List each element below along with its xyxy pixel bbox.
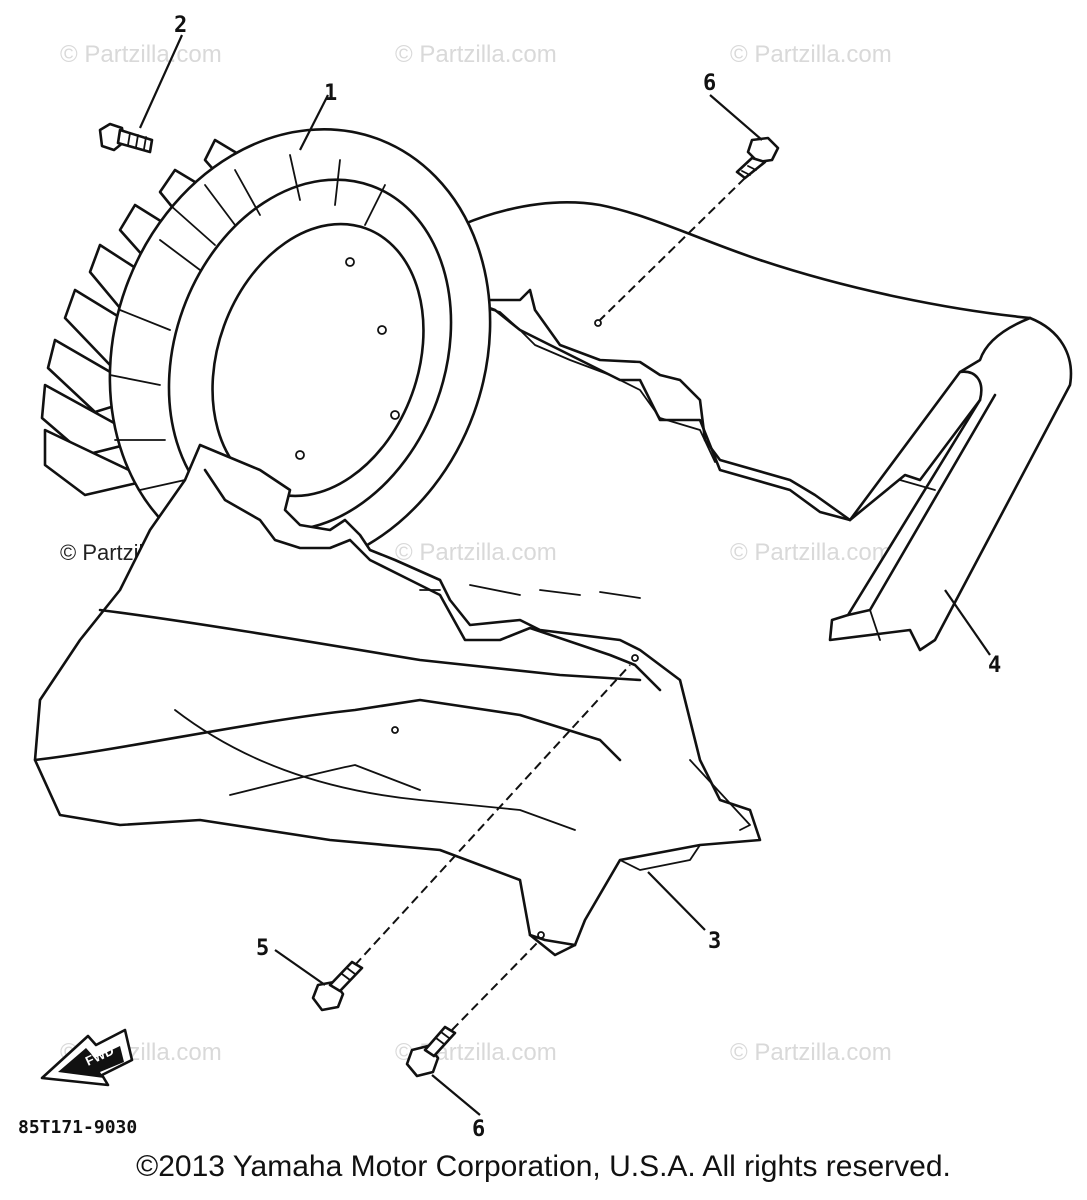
- watermark: © Partzilla.com: [730, 41, 892, 68]
- part-1-cooling-fan: [40, 128, 492, 572]
- callout-4: 4: [988, 653, 1001, 678]
- fwd-arrow-icon: FWD: [40, 1028, 134, 1087]
- copyright-notice: ©2013 Yamaha Motor Corporation, U.S.A. A…: [136, 1150, 951, 1183]
- callouts: 2 1 6 4 3 5 6: [174, 13, 1001, 1142]
- part-4-air-shroud: [368, 201, 1073, 652]
- callout-1: 1: [324, 81, 337, 106]
- callout-6-upper: 6: [703, 71, 716, 96]
- callout-5: 5: [256, 936, 269, 961]
- watermark: © Partzilla.com: [395, 539, 557, 566]
- watermark: © Partzilla.com: [395, 41, 557, 68]
- watermark: © Partzilla.com: [730, 1039, 892, 1066]
- diagram-part-code: 85T171-9030: [18, 1117, 137, 1138]
- watermark: © Partzilla.com: [730, 539, 892, 566]
- watermark: © Partzilla.com: [60, 41, 222, 68]
- part-6-bolt-lower: [405, 1025, 457, 1078]
- leader-lines: [138, 34, 991, 1116]
- part-2-bolt: [98, 122, 154, 154]
- part-3-lower-shroud: [33, 443, 762, 957]
- callout-2: 2: [174, 13, 187, 38]
- watermarks: © Partzilla.com © Partzilla.com © Partzi…: [60, 41, 892, 1066]
- part-5-bolt: [311, 960, 364, 1012]
- callout-6-lower: 6: [472, 1117, 485, 1142]
- part-6-bolt-upper: [735, 136, 780, 180]
- callout-3: 3: [708, 929, 721, 954]
